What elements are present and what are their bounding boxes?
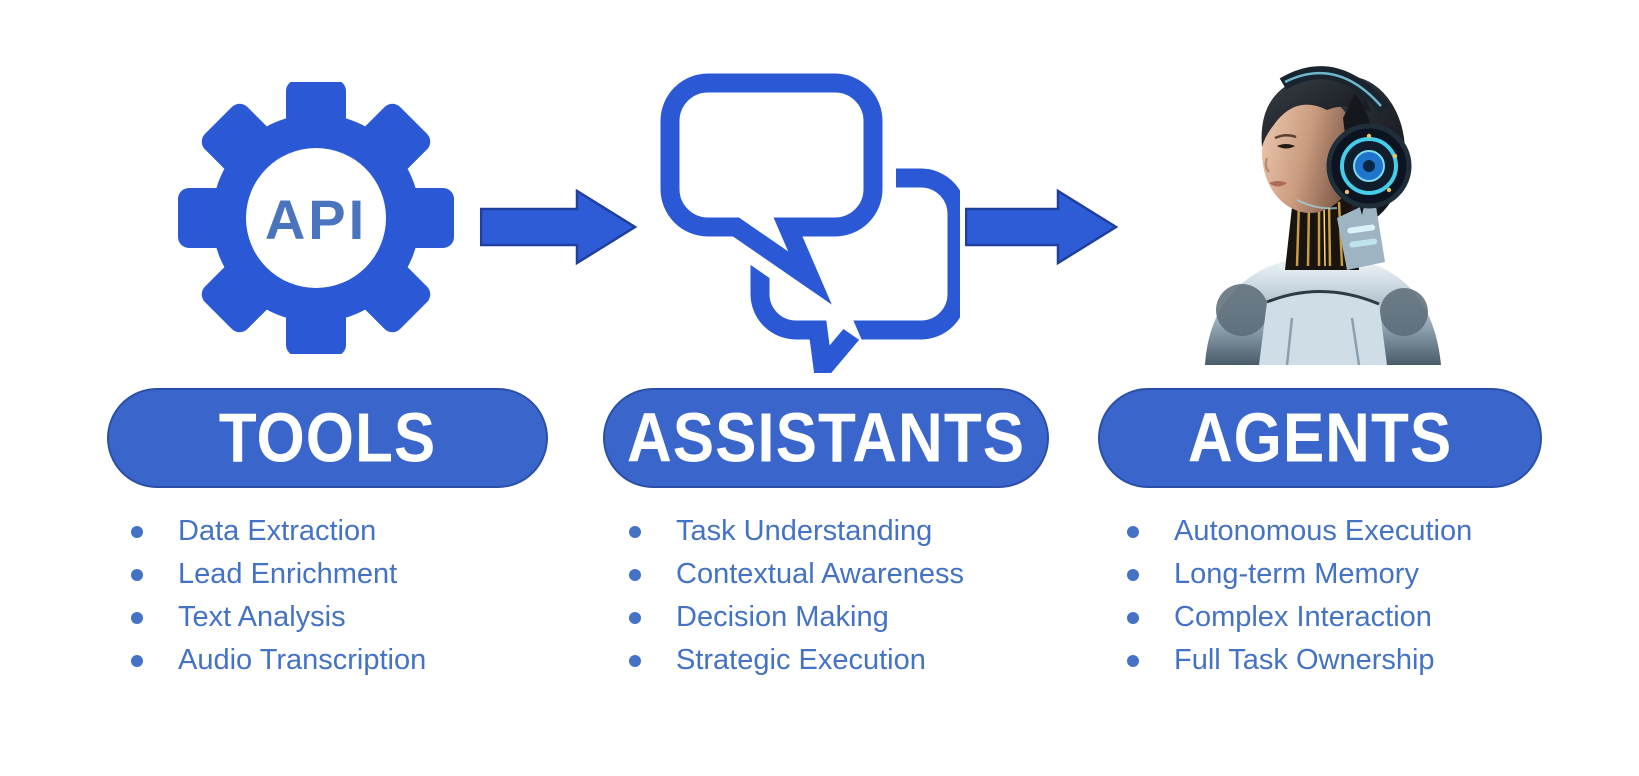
list-item-label: Long-term Memory — [1174, 558, 1419, 590]
flow-arrow-icon — [965, 188, 1118, 266]
android-woman-image — [1197, 50, 1447, 365]
bullet-dot-icon — [629, 654, 641, 667]
list-item-label: Text Analysis — [178, 601, 346, 633]
list-item: Text Analysis — [131, 596, 426, 639]
list-item-label: Lead Enrichment — [178, 558, 398, 590]
list-item: Lead Enrichment — [131, 553, 426, 596]
chat-bubbles-icon — [648, 73, 960, 373]
bullet-dot-icon — [1127, 568, 1139, 581]
assistants-title: ASSISTANTS — [626, 399, 1026, 477]
list-item: Long-term Memory — [1127, 553, 1472, 596]
list-item: Data Extraction — [131, 510, 426, 553]
bullet-dot-icon — [1127, 611, 1139, 624]
tools-title: TOOLS — [218, 399, 437, 477]
list-item: Task Understanding — [629, 510, 964, 553]
list-item: Decision Making — [629, 596, 964, 639]
bullet-dot-icon — [629, 568, 641, 581]
list-item: Strategic Execution — [629, 639, 964, 682]
api-label: API — [265, 188, 367, 251]
list-item-label: Audio Transcription — [178, 644, 427, 676]
list-item: Autonomous Execution — [1127, 510, 1472, 553]
agents-pill: AGENTS — [1098, 388, 1542, 488]
bullet-dot-icon — [1127, 525, 1139, 538]
bullet-dot-icon — [629, 611, 641, 624]
tools-pill: TOOLS — [107, 388, 548, 488]
list-item-label: Complex Interaction — [1174, 601, 1432, 633]
bullet-dot-icon — [629, 525, 641, 538]
assistants-feature-list: Task Understanding Contextual Awareness … — [629, 510, 964, 682]
bullet-dot-icon — [1127, 654, 1139, 667]
list-item: Complex Interaction — [1127, 596, 1472, 639]
list-item: Full Task Ownership — [1127, 639, 1472, 682]
bullet-dot-icon — [131, 611, 143, 624]
agents-feature-list: Autonomous Execution Long-term Memory Co… — [1127, 510, 1472, 682]
list-item: Contextual Awareness — [629, 553, 964, 596]
list-item-label: Autonomous Execution — [1174, 515, 1473, 547]
list-item-label: Strategic Execution — [676, 644, 926, 676]
flow-arrow-icon — [480, 188, 638, 266]
list-item-label: Data Extraction — [178, 515, 377, 547]
tools-feature-list: Data Extraction Lead Enrichment Text Ana… — [131, 510, 426, 682]
list-item-label: Contextual Awareness — [676, 558, 965, 590]
gear-api-icon: API — [178, 82, 454, 354]
list-item-label: Decision Making — [676, 601, 889, 633]
bullet-dot-icon — [131, 568, 143, 581]
list-item-label: Full Task Ownership — [1174, 644, 1435, 676]
bullet-dot-icon — [131, 654, 143, 667]
list-item: Audio Transcription — [131, 639, 426, 682]
assistants-pill: ASSISTANTS — [603, 388, 1049, 488]
bullet-dot-icon — [131, 525, 143, 538]
list-item-label: Task Understanding — [676, 515, 933, 547]
agents-title: AGENTS — [1187, 399, 1453, 477]
